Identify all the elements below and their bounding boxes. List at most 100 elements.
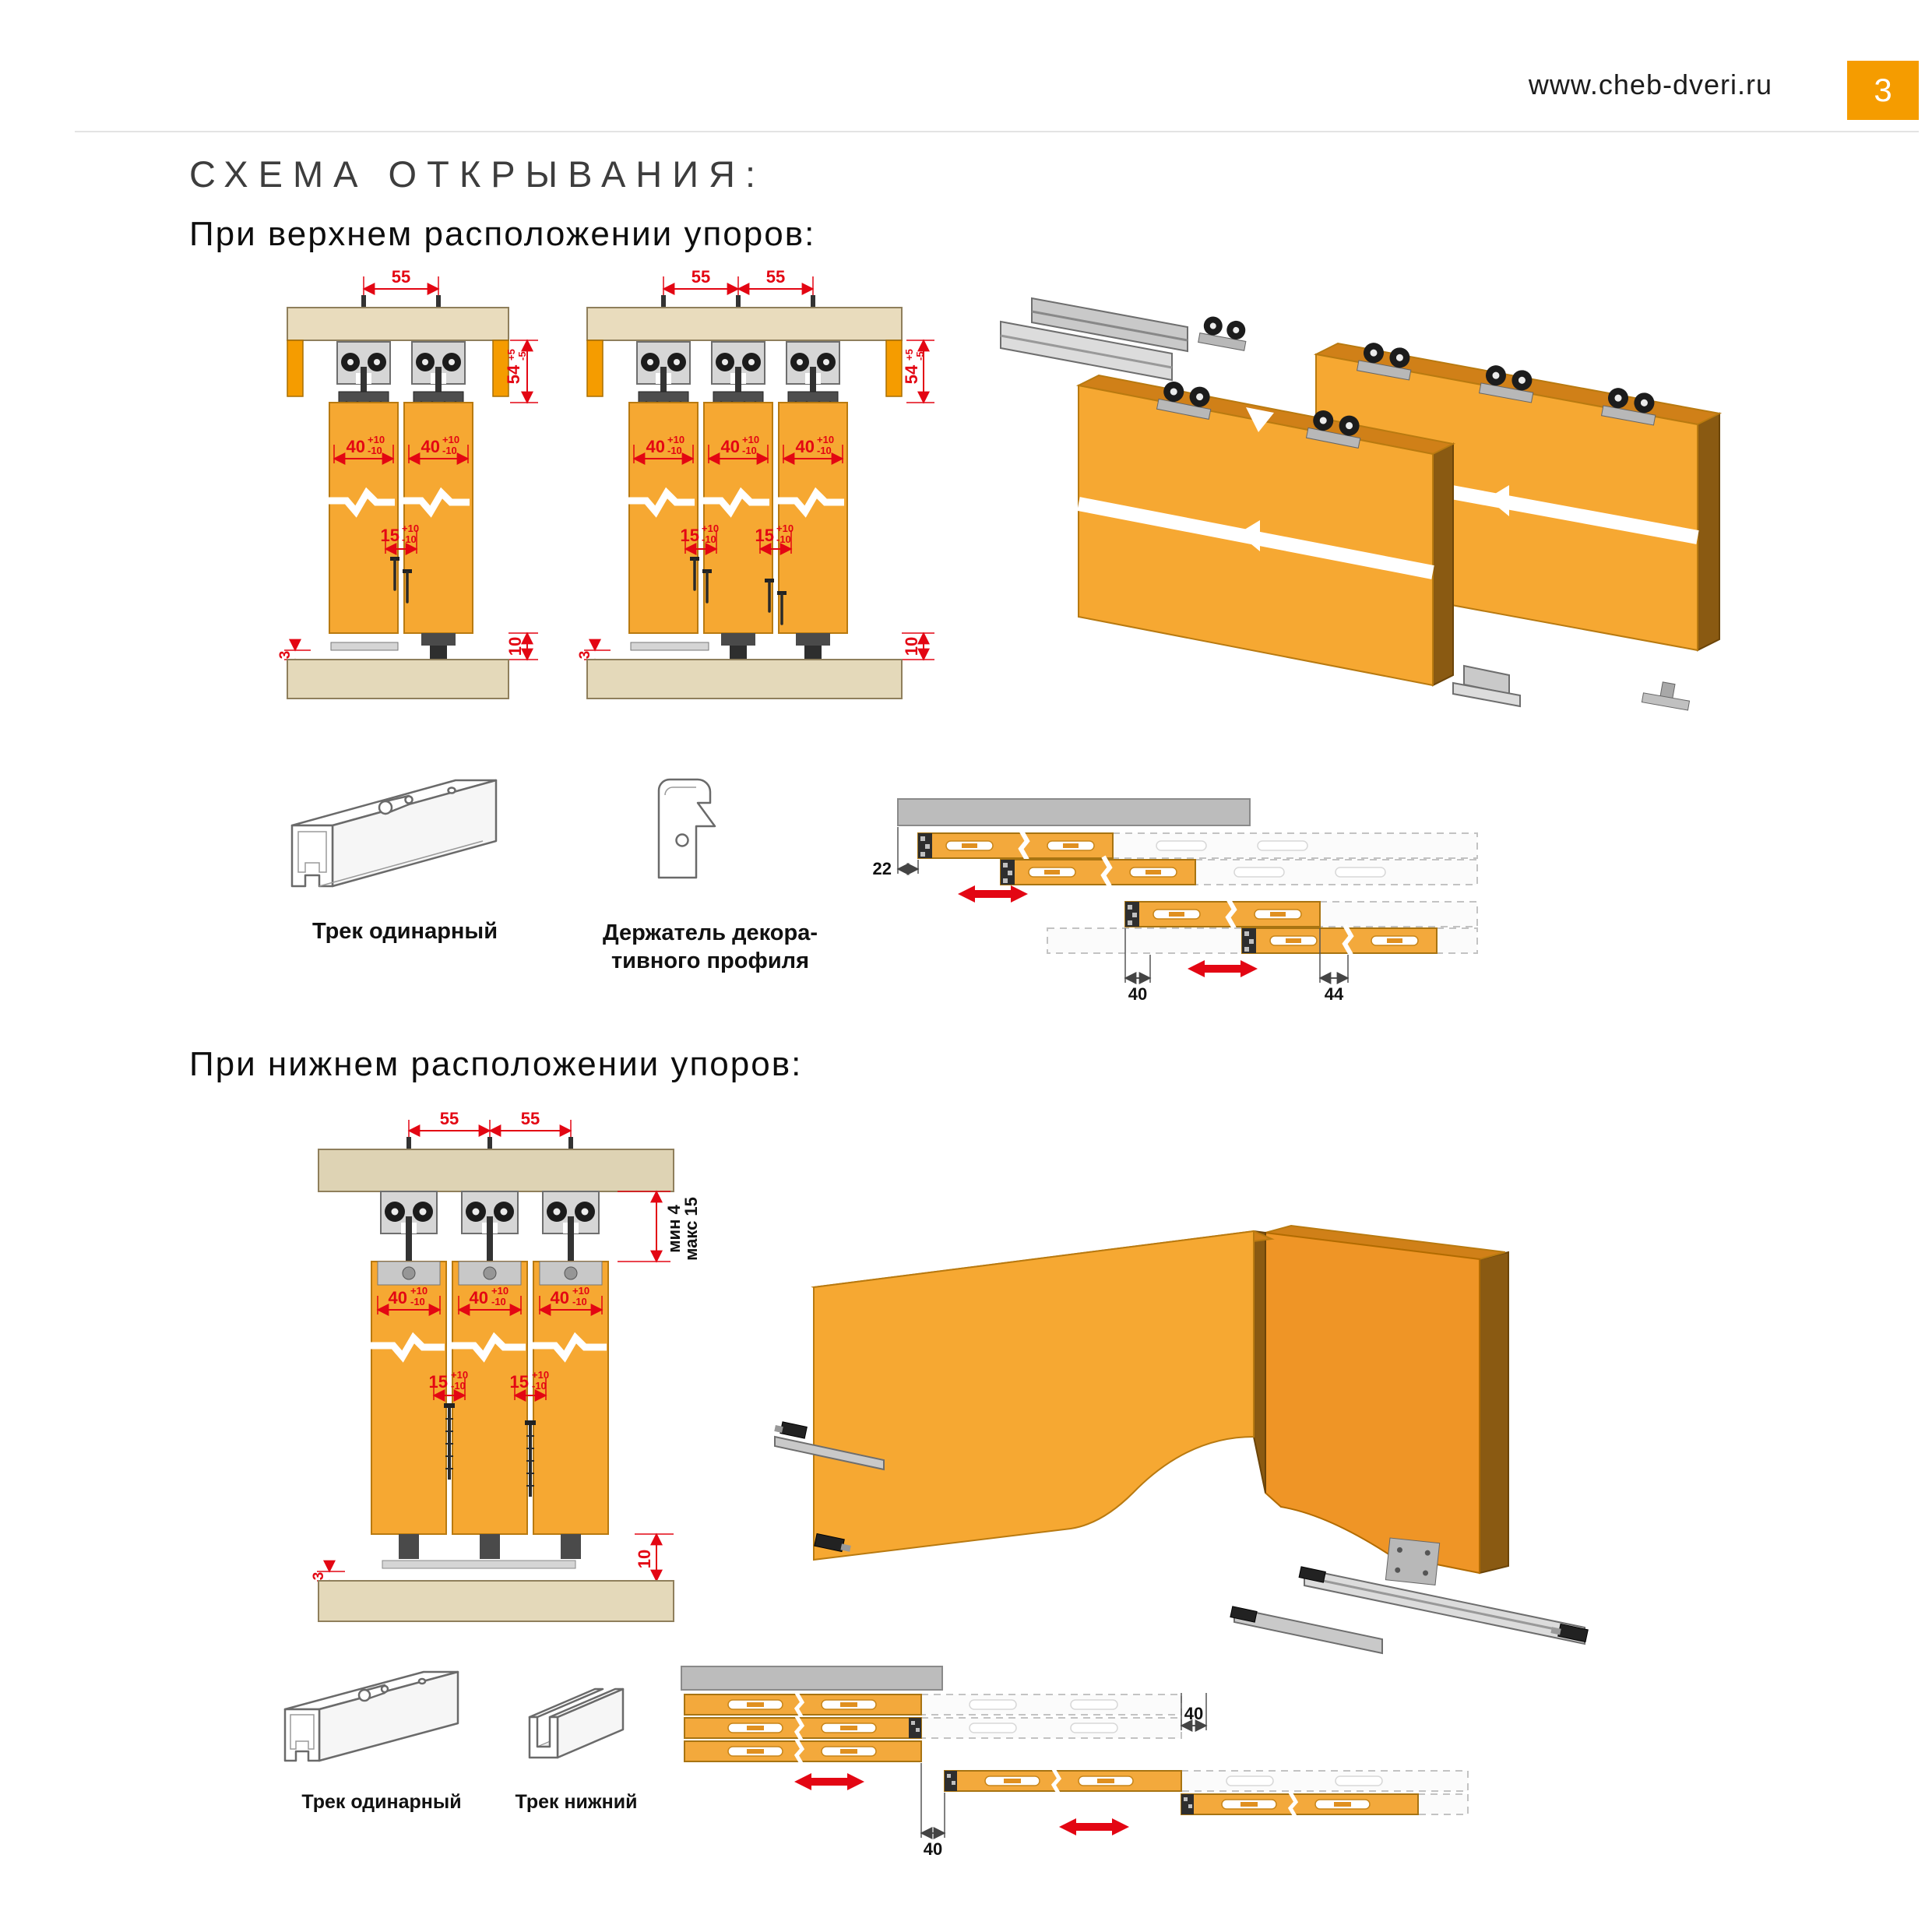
dim-40-label: 40 bbox=[421, 437, 440, 456]
tol-plus5: +5 bbox=[505, 349, 517, 361]
track-single-label-2: Трек одинарный bbox=[301, 1791, 462, 1813]
page-number-badge: 3 bbox=[1847, 61, 1919, 120]
cross-section-top-3doors: 55 55 54 +5 -5 40 +10 -1 bbox=[577, 267, 934, 699]
dim-40-label: 40 bbox=[646, 437, 665, 456]
roller-trolley bbox=[1305, 410, 1361, 449]
page-title: СХЕМА ОТКРЫВАНИЯ: bbox=[189, 153, 766, 195]
tol-minus10: -10 bbox=[368, 445, 382, 456]
tol-minus10: -10 bbox=[572, 1296, 587, 1307]
tol-minus5: -5 bbox=[914, 351, 926, 361]
tol-minus10: -10 bbox=[702, 533, 716, 545]
tol-plus10: +10 bbox=[742, 434, 759, 445]
holder-label-line2: тивного профиля bbox=[611, 948, 810, 974]
roller-trolley bbox=[1156, 381, 1212, 420]
roller-trolley bbox=[1600, 388, 1656, 426]
tol-plus10: +10 bbox=[702, 523, 719, 534]
roller-carriage bbox=[380, 1191, 438, 1262]
tol-minus10: -10 bbox=[817, 445, 832, 456]
floor-clip bbox=[1230, 1606, 1258, 1623]
dim-55-label: 55 bbox=[440, 1109, 459, 1128]
dim-44-label: 44 bbox=[1325, 984, 1344, 1004]
dim-54-label: 54 bbox=[902, 364, 921, 384]
tol-minus10: -10 bbox=[491, 1296, 506, 1307]
tol-plus10: +10 bbox=[451, 1369, 468, 1381]
tol-minus10: -10 bbox=[532, 1380, 547, 1392]
roller-carriage bbox=[636, 341, 691, 421]
dim-55-label: 55 bbox=[692, 267, 710, 287]
dim-15-label: 15 bbox=[755, 526, 774, 545]
cross-section-top-2doors: 55 54 +5 -5 40 +10 -10 40 +10 -10 15 +10… bbox=[277, 267, 538, 699]
dim-40-label: 40 bbox=[1184, 1704, 1203, 1723]
dim-40-label: 40 bbox=[347, 437, 365, 456]
tol-minus10: -10 bbox=[776, 533, 791, 545]
tol-minus10: -10 bbox=[402, 533, 417, 545]
dim-40-label: 40 bbox=[389, 1288, 407, 1307]
dim-55-label: 55 bbox=[392, 267, 410, 287]
slide-arrow bbox=[1188, 960, 1258, 977]
tol-plus10: +10 bbox=[667, 434, 684, 445]
dim-40-label: 40 bbox=[721, 437, 740, 456]
tol-plus10: +10 bbox=[572, 1285, 589, 1297]
site-url: www.cheb-dveri.ru bbox=[1528, 69, 1772, 100]
dim-15-label: 15 bbox=[510, 1372, 529, 1392]
dim-3-label: 3 bbox=[277, 651, 294, 660]
dim-55-label: 55 bbox=[766, 267, 785, 287]
dim-15-label: 15 bbox=[681, 526, 699, 545]
floor-clip bbox=[1298, 1566, 1326, 1583]
tol-plus10: +10 bbox=[817, 434, 834, 445]
tol-minus5: -5 bbox=[516, 351, 528, 361]
roller-carriage bbox=[542, 1191, 600, 1262]
dim-40-label: 40 bbox=[470, 1288, 488, 1307]
slide-arrow bbox=[1059, 1818, 1129, 1835]
dim-54-label: 54 bbox=[504, 364, 523, 384]
tol-minus10: -10 bbox=[410, 1296, 425, 1307]
holder-drawing bbox=[657, 778, 716, 879]
dim-40-label: 40 bbox=[551, 1288, 569, 1307]
tol-plus10: +10 bbox=[410, 1285, 428, 1297]
track-single-drawing bbox=[290, 779, 498, 888]
floor-bracket bbox=[1641, 681, 1691, 711]
dim-3-label: 3 bbox=[577, 651, 593, 660]
tol-plus5: +5 bbox=[903, 349, 915, 361]
track-single-label: Трек одинарный bbox=[311, 919, 498, 944]
tol-minus10: -10 bbox=[742, 445, 757, 456]
render-top-stops bbox=[1000, 297, 1723, 711]
plan-schematic-bottom: 40 40 bbox=[681, 1666, 1469, 1859]
dim-min4-label: мин 4 bbox=[664, 1205, 684, 1253]
cross-section-bottom-3doors: 55 55 мин 4 макс 15 40 +10 -10 40 +10 -1… bbox=[311, 1109, 701, 1622]
holder-label-line1: Держатель декора- bbox=[602, 920, 818, 945]
tol-minus10: -10 bbox=[667, 445, 682, 456]
section-top-heading: При верхнем расположении упоров: bbox=[189, 215, 816, 253]
tol-plus10: +10 bbox=[776, 523, 794, 534]
floor-clip bbox=[814, 1533, 851, 1553]
tol-minus10: -10 bbox=[442, 445, 457, 456]
header-rule bbox=[75, 131, 1919, 132]
tol-minus10: -10 bbox=[451, 1380, 466, 1392]
dim-10-label: 10 bbox=[505, 637, 525, 656]
tol-plus10: +10 bbox=[402, 523, 419, 534]
dim-15-label: 15 bbox=[381, 526, 399, 545]
slide-arrow bbox=[794, 1773, 864, 1790]
dim-15-label: 15 bbox=[429, 1372, 448, 1392]
slide-arrow bbox=[958, 885, 1028, 903]
tol-plus10: +10 bbox=[442, 434, 459, 445]
dim-3-label: 3 bbox=[311, 1572, 327, 1581]
dim-40-label: 40 bbox=[924, 1839, 942, 1859]
render-bottom-stops bbox=[774, 1224, 1589, 1655]
dim-40-label: 40 bbox=[796, 437, 815, 456]
roller-carriage bbox=[461, 1191, 519, 1262]
tol-plus10: +10 bbox=[368, 434, 385, 445]
tol-plus10: +10 bbox=[491, 1285, 509, 1297]
mount-plate bbox=[1385, 1537, 1441, 1585]
roller-trolley bbox=[1356, 343, 1412, 381]
plan-schematic-top: 22 40 44 bbox=[873, 798, 1478, 1004]
track-single-drawing-2 bbox=[283, 1670, 459, 1762]
holder-label: Держатель декора- тивного профиля bbox=[578, 919, 843, 976]
roller-trolley bbox=[1198, 316, 1247, 351]
roller-trolley bbox=[1478, 365, 1534, 403]
dim-55-label: 55 bbox=[521, 1109, 540, 1128]
dim-10-label: 10 bbox=[902, 637, 921, 656]
dim-40-label: 40 bbox=[1128, 984, 1147, 1004]
dim-max15-label: макс 15 bbox=[681, 1197, 701, 1261]
dim-10-label: 10 bbox=[635, 1550, 654, 1568]
